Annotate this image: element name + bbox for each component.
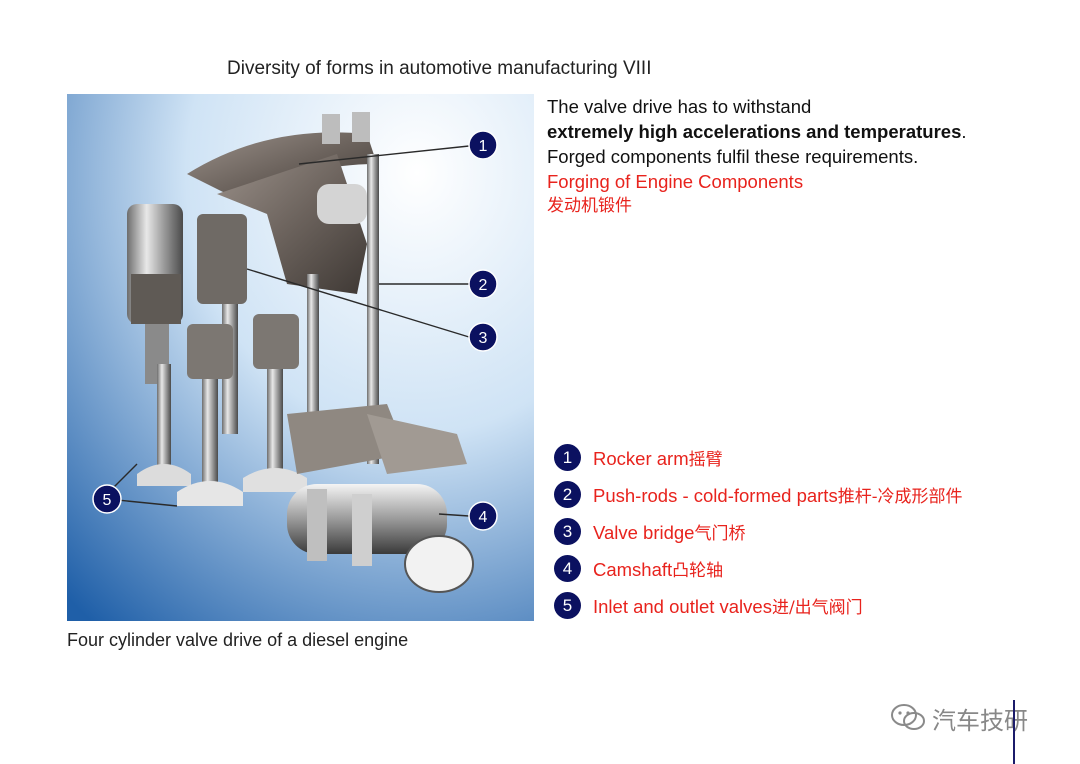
- wechat-icon: [891, 704, 925, 730]
- legend-number-badge: 3: [554, 518, 581, 545]
- legend-item-push-rods: 2 Push-rods - cold-formed parts推杆-冷成形部件: [554, 476, 962, 513]
- callout-4: 4: [468, 501, 498, 531]
- legend-item-valves: 5 Inlet and outlet valves进/出气阀门: [554, 587, 962, 624]
- intro-line: The valve drive has to withstand: [547, 96, 812, 117]
- injector-part: [127, 204, 183, 384]
- valve-springs: [187, 214, 299, 379]
- svg-text:4: 4: [479, 509, 488, 526]
- legend-number-badge: 1: [554, 444, 581, 471]
- legend-item-rocker-arm: 1 Rocker arm摇臂: [554, 439, 962, 476]
- svg-text:2: 2: [479, 277, 488, 294]
- intro-rest-text: . Forged components fulfil these require…: [547, 121, 967, 167]
- svg-text:3: 3: [479, 330, 488, 347]
- legend-label-en: Valve bridge: [593, 522, 695, 543]
- intro-bold-text: extremely high accelerations and tempera…: [547, 121, 962, 142]
- legend-label-zh: 凸轮轴: [672, 561, 724, 581]
- camshaft-part: [287, 484, 474, 593]
- callout-2: 2: [468, 269, 498, 299]
- callout-3: 3: [468, 322, 498, 352]
- subtitle-english: Forging of Engine Components: [547, 171, 804, 192]
- legend-number-badge: 4: [554, 555, 581, 582]
- callout-1: 1: [468, 130, 498, 160]
- valve-stems: [137, 284, 307, 506]
- valve-drive-illustration: 1 2 3 4 5: [67, 94, 534, 621]
- callout-5: 5: [92, 484, 122, 514]
- legend-label-zh: 气门桥: [694, 524, 746, 544]
- legend-label-en: Push-rods - cold-formed parts: [593, 485, 838, 506]
- tappets-part: [287, 404, 467, 474]
- figure-caption: Four cylinder valve drive of a diesel en…: [67, 630, 409, 650]
- legend-item-camshaft: 4 Camshaft凸轮轴: [554, 550, 962, 587]
- subtitle-chinese: 发动机锻件: [547, 196, 632, 216]
- legend-item-valve-bridge: 3 Valve bridge气门桥: [554, 513, 962, 550]
- legend-number-badge: 5: [554, 592, 581, 619]
- page-title: Diversity of forms in automotive manufac…: [227, 58, 652, 79]
- corner-divider: [1013, 700, 1015, 764]
- legend-label-en: Rocker arm: [593, 448, 689, 469]
- legend-label-en: Camshaft: [593, 559, 673, 580]
- watermark-text: 汽车技研: [932, 706, 1028, 735]
- svg-text:5: 5: [103, 492, 112, 509]
- intro-paragraph: The valve drive has to withstand extreme…: [547, 94, 1017, 219]
- parts-legend: 1 Rocker arm摇臂 2 Push-rods - cold-formed…: [554, 439, 962, 624]
- svg-text:1: 1: [479, 138, 488, 155]
- legend-label-en: Inlet and outlet valves: [593, 596, 772, 617]
- legend-number-badge: 2: [554, 481, 581, 508]
- push-rods-part: [307, 154, 379, 464]
- legend-label-zh: 推杆-冷成形部件: [837, 487, 963, 507]
- legend-label-zh: 进/出气阀门: [771, 598, 863, 618]
- legend-label-zh: 摇臂: [688, 450, 723, 470]
- rocker-arm-part: [187, 112, 377, 294]
- watermark: 汽车技研: [890, 698, 1028, 738]
